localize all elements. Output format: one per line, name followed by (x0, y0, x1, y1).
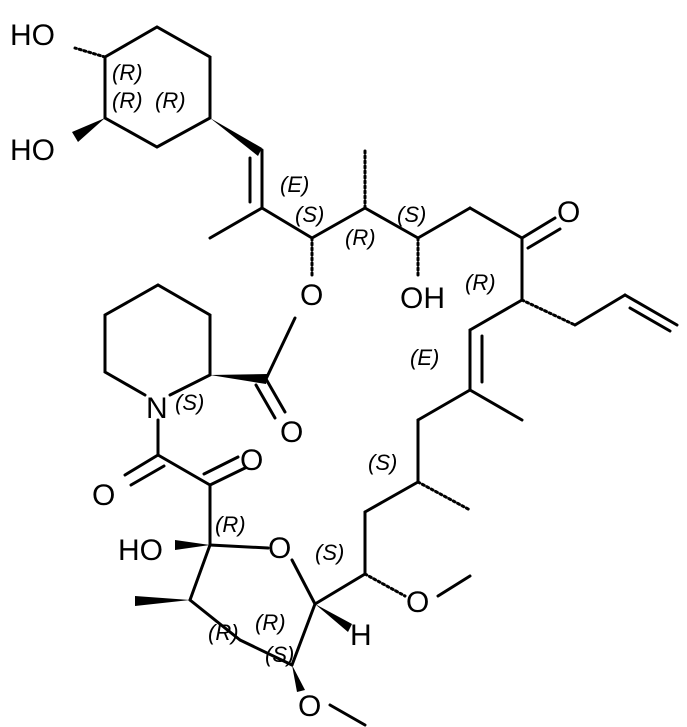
stereo-label: (S) (368, 450, 397, 475)
stereo-label: (R) (208, 620, 239, 645)
stereo-label: (S) (397, 202, 426, 227)
atom-o-ome2: O (298, 690, 321, 723)
stereo-label: (S) (315, 540, 344, 565)
stereo-label: (R) (215, 512, 246, 537)
atom-o-ketone: O (557, 196, 580, 229)
stereo-label: (S) (175, 390, 204, 415)
stereo-label: (R) (345, 225, 376, 250)
atom-labels: HO HO O OH O N O O O HO O H O O (10, 19, 580, 723)
stereo-label: (E) (280, 172, 309, 197)
stereo-label: (R) (112, 60, 143, 85)
stereo-label: (R) (255, 610, 286, 635)
atom-o-diketo: O (240, 444, 263, 477)
stereo-label: (S) (295, 202, 324, 227)
stereo-labels: (R) (R) (R) (E) (S) (R) (S) (R) (E) (S) … (112, 60, 496, 667)
atom-o-pyran: O (268, 532, 291, 565)
stereo-label: (S) (265, 642, 294, 667)
stereo-label: (R) (155, 88, 186, 113)
stereo-label: (R) (112, 88, 143, 113)
atom-n: N (146, 392, 168, 425)
atom-o-ester: O (300, 279, 323, 312)
atom-oh: OH (400, 282, 445, 315)
atom-o-ester-carbonyl: O (280, 416, 303, 449)
atom-o-amide: O (92, 479, 115, 512)
bonds (72, 25, 679, 727)
atom-h: H (350, 619, 372, 652)
atom-ho2: HO (10, 134, 55, 167)
atom-ho3: HO (118, 534, 163, 567)
stereo-label: (R) (465, 270, 496, 295)
atom-o-ome1: O (406, 586, 429, 619)
atom-ho1: HO (10, 19, 55, 52)
stereo-label: (E) (410, 345, 439, 370)
